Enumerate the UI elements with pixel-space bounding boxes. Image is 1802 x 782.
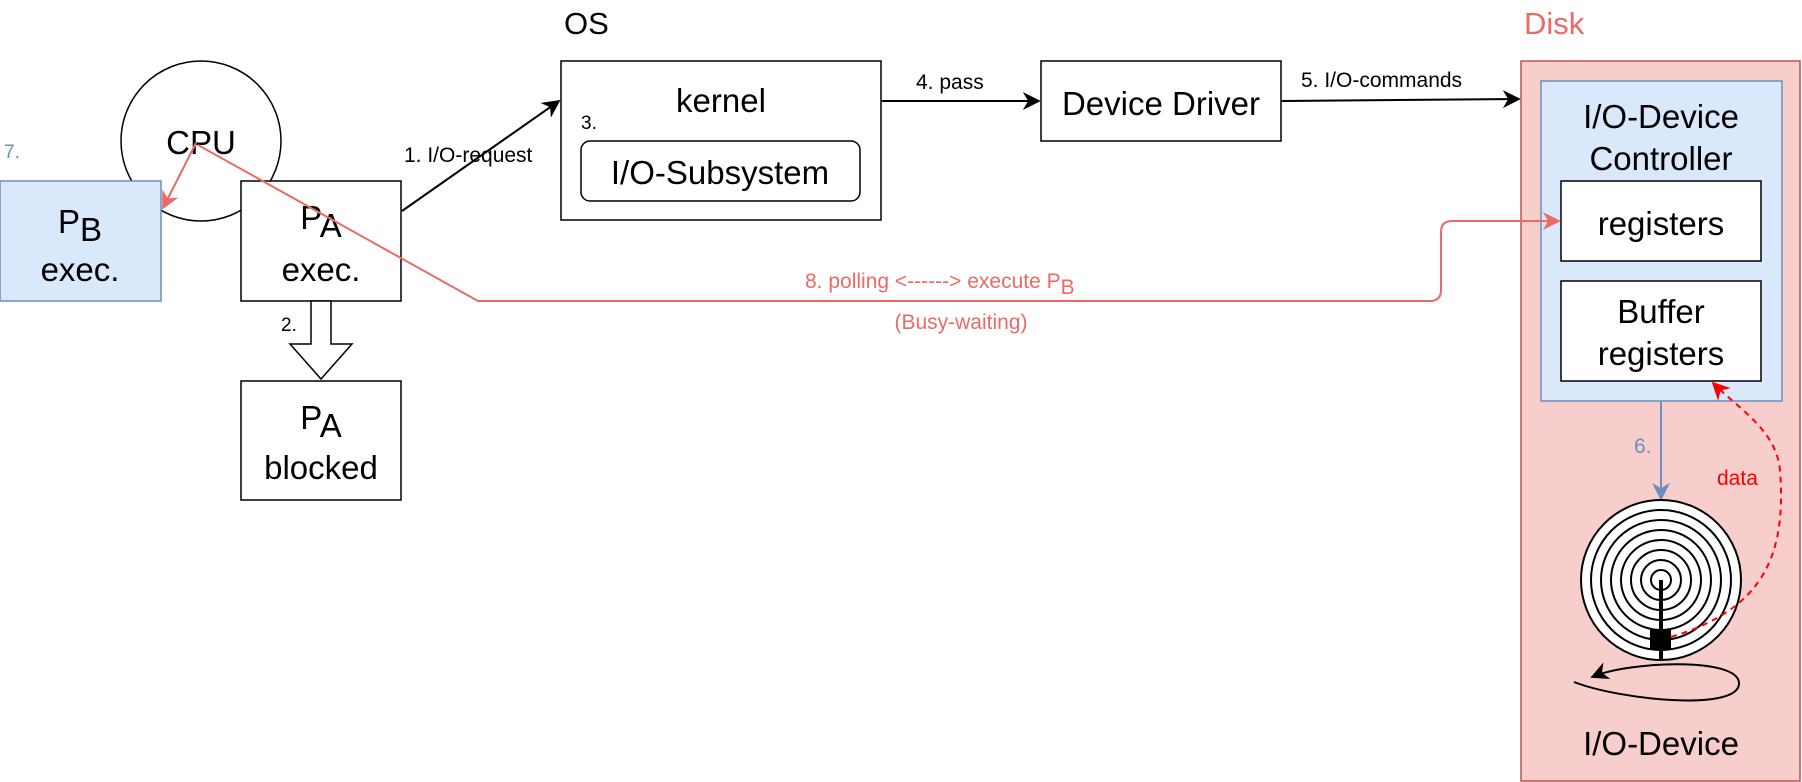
step-1-label: 1. I/O-request <box>404 144 533 167</box>
process-a-state: exec. <box>282 251 361 288</box>
block-arrow-step-2 <box>288 300 354 381</box>
disk-platter-icon <box>1580 499 1742 661</box>
io-subsystem-label: I/O-Subsystem <box>611 154 829 191</box>
controller-label-line2: Controller <box>1589 140 1732 177</box>
buffer-label-line2: registers <box>1598 335 1725 372</box>
step-5-label: 5. I/O-commands <box>1301 69 1462 92</box>
buffer-registers-box <box>1560 280 1762 382</box>
io-commands-arrow <box>1281 90 1521 109</box>
kernel-box: kernel 3. I/O-Subsystem <box>560 60 882 221</box>
io-device-controller-box: I/O-Device Controller registers Buffer r… <box>1540 80 1783 402</box>
process-a-blocked-state: blocked <box>264 449 378 486</box>
process-a-exec-box: PA exec. <box>240 180 402 302</box>
data-label: data <box>1717 467 1758 490</box>
step-2-label: 2. <box>281 315 297 336</box>
context-switch-arrow <box>162 142 197 210</box>
process-b-exec-box: PB exec. <box>0 180 162 302</box>
step-4-label: 4. pass <box>916 71 984 94</box>
device-driver-box: Device Driver <box>1040 60 1282 142</box>
registers-box <box>1560 180 1762 262</box>
buffer-label-line1: Buffer <box>1617 293 1704 330</box>
busy-waiting-label: (Busy-waiting) <box>894 311 1027 334</box>
process-a-blocked-label: PA <box>300 399 342 444</box>
os-title: OS <box>564 6 609 41</box>
disk-title: Disk <box>1524 6 1585 41</box>
data-transfer-arrow <box>1670 381 1782 638</box>
polling-arrow <box>197 144 1561 302</box>
rotation-arrow-icon <box>1573 662 1741 702</box>
step-8-label: 8. polling <------> execute PB <box>805 270 1075 299</box>
read-head-icon <box>1650 630 1671 649</box>
io-subsystem-box <box>580 140 861 202</box>
kernel-label: kernel <box>676 82 766 119</box>
cpu-label: CPU <box>166 124 236 161</box>
process-a-blocked-box: PA blocked <box>240 380 402 501</box>
registers-label: registers <box>1598 205 1725 242</box>
process-b-state: exec. <box>41 251 120 288</box>
io-request-arrow <box>401 99 561 212</box>
device-driver-label: Device Driver <box>1062 85 1260 122</box>
controller-label-line1: I/O-Device <box>1583 98 1739 135</box>
process-b-label: PB <box>58 203 102 248</box>
step-3-label: 3. <box>581 113 597 134</box>
io-device-label: I/O-Device <box>1583 725 1739 762</box>
step-7-label: 7. <box>4 142 20 163</box>
step-6-label: 6. <box>1634 435 1652 458</box>
